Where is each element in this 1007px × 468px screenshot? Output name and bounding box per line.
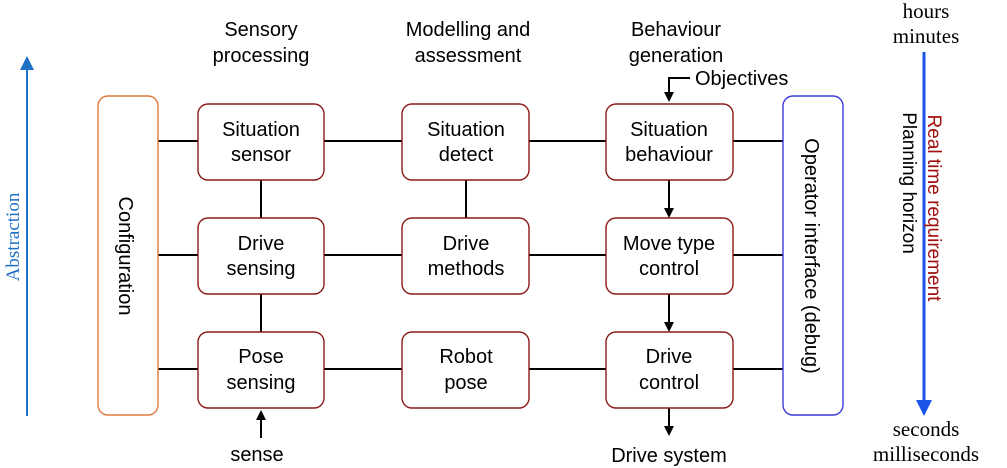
pose-sensing-line2: sensing	[227, 372, 296, 394]
drive-system-label: Drive system	[611, 445, 727, 467]
move-type-control-line1: Move type	[623, 233, 715, 255]
header-behaviour-line2: generation	[629, 45, 724, 67]
abstraction-label: Abstraction	[3, 192, 24, 281]
drive-sensing-line2: sensing	[227, 258, 296, 280]
operator-interface-label: Operator interface (debug)	[800, 138, 822, 374]
configuration-box	[97, 95, 159, 416]
configuration-panel: Configuration	[97, 95, 159, 416]
move-type-control-line2: control	[639, 258, 699, 280]
drive-methods-line2: methods	[428, 258, 505, 280]
box-move-type-control: Move type control	[605, 217, 734, 295]
box-pose-sensing: Pose sensing	[197, 331, 325, 409]
situation-sensor-line1: Situation	[222, 119, 300, 141]
drive-control-line1: Drive	[646, 346, 693, 368]
robot-pose-line2: pose	[444, 372, 487, 394]
box-situation-detect: Situation detect	[401, 103, 530, 181]
time-bottom-line1: seconds	[893, 417, 960, 441]
drive-sensing-line1: Drive	[238, 233, 285, 255]
header-modelling-line1: Modelling and	[406, 19, 531, 41]
situation-behaviour-line2: behaviour	[625, 144, 713, 166]
box-drive-sensing: Drive sensing	[197, 217, 325, 295]
operator-interface-panel: Operator interface (debug)	[782, 95, 844, 416]
pose-sensing-line1: Pose	[238, 346, 284, 368]
robot-pose-line1: Robot	[439, 346, 493, 368]
header-modelling-line2: assessment	[415, 45, 522, 67]
configuration-label: Configuration	[114, 197, 136, 316]
drive-control-line2: control	[639, 372, 699, 394]
operator-interface-box	[782, 95, 844, 416]
drive-methods-line1: Drive	[443, 233, 490, 255]
situation-behaviour-line1: Situation	[630, 119, 708, 141]
header-behaviour-line1: Behaviour	[631, 19, 721, 41]
time-bottom-line2: milliseconds	[873, 442, 979, 466]
objectives-label: Objectives	[695, 68, 788, 90]
time-top-line2: minutes	[893, 24, 960, 48]
sense-label: sense	[230, 444, 283, 466]
real-time-requirement-label: Real time requirement	[923, 115, 944, 303]
box-drive-control: Drive control	[605, 331, 734, 409]
situation-detect-line1: Situation	[427, 119, 505, 141]
situation-detect-line2: detect	[439, 144, 494, 166]
abstraction-axis: Abstraction	[3, 56, 34, 416]
header-sensory-line1: Sensory	[224, 19, 297, 41]
arrow-objectives	[664, 77, 690, 102]
time-axis: hours minutes Real time requirement Plan…	[873, 0, 979, 466]
planning-horizon-label: Planning horizon	[898, 112, 919, 254]
box-drive-methods: Drive methods	[401, 217, 530, 295]
box-situation-sensor: Situation sensor	[197, 103, 325, 181]
time-top-line1: hours	[903, 0, 950, 23]
box-robot-pose: Robot pose	[401, 331, 530, 409]
situation-sensor-line2: sensor	[231, 144, 291, 166]
header-sensory-line2: processing	[213, 45, 310, 67]
box-situation-behaviour: Situation behaviour	[605, 103, 734, 181]
